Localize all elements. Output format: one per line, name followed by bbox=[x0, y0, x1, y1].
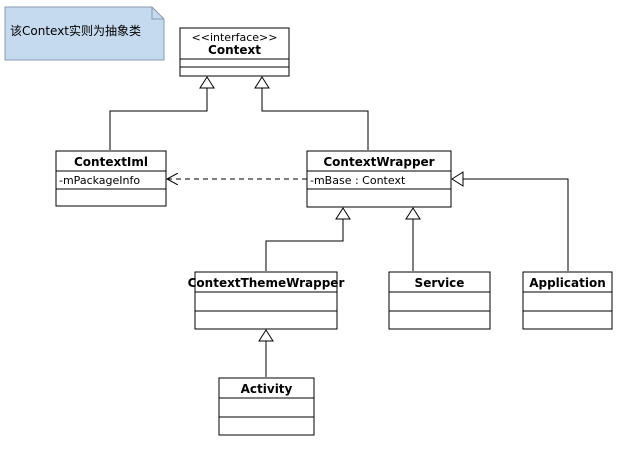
class-application-name: Application bbox=[529, 276, 606, 290]
class-context-box bbox=[179, 27, 290, 77]
connectors bbox=[109, 76, 569, 377]
contextiml-to-context-line bbox=[109, 88, 208, 150]
class-activity-name: Activity bbox=[241, 382, 293, 396]
class-context-stereotype: <<interface>> bbox=[192, 31, 278, 44]
note: 该Context实则为抽象类 bbox=[4, 6, 165, 61]
class-contextwrapper-name: ContextWrapper bbox=[323, 155, 434, 169]
application-to-wrapper-line bbox=[463, 178, 569, 271]
application-to-wrapper-arrowhead bbox=[451, 171, 464, 187]
contextiml-to-context-arrowhead bbox=[199, 76, 215, 89]
note-shape bbox=[4, 6, 165, 61]
class-contextthemewrapper: ContextThemeWrapper bbox=[188, 271, 345, 330]
class-context: <<interface>> Context bbox=[179, 27, 290, 77]
class-application: Application bbox=[522, 271, 613, 330]
service-to-wrapper-arrowhead bbox=[405, 207, 421, 220]
class-contextiml: ContextIml -mPackageInfo bbox=[55, 150, 167, 207]
class-contextiml-name: ContextIml bbox=[74, 155, 148, 169]
class-contextthemewrapper-name: ContextThemeWrapper bbox=[188, 276, 345, 290]
class-service-name: Service bbox=[415, 276, 465, 290]
class-activity: Activity bbox=[218, 377, 315, 436]
class-application-box bbox=[522, 271, 613, 330]
themewrapper-to-wrapper-arrowhead bbox=[335, 207, 351, 220]
class-context-name: Context bbox=[208, 43, 261, 57]
class-activity-box bbox=[218, 377, 315, 436]
note-fold bbox=[151, 7, 164, 20]
contextwrapper-to-context-arrowhead bbox=[254, 76, 270, 89]
themewrapper-to-wrapper-line bbox=[265, 219, 344, 271]
activity-to-themewrapper-arrowhead bbox=[258, 329, 274, 342]
class-contextwrapper-attribute: -mBase : Context bbox=[310, 174, 406, 187]
class-contextiml-attribute: -mPackageInfo bbox=[59, 174, 140, 187]
class-contextthemewrapper-box bbox=[194, 271, 338, 330]
note-text: 该Context实则为抽象类 bbox=[10, 23, 141, 38]
class-contextiml-box bbox=[55, 150, 167, 207]
class-service-box bbox=[388, 271, 491, 330]
contextwrapper-to-context-line bbox=[261, 88, 369, 150]
class-contextwrapper-box bbox=[306, 150, 452, 208]
class-contextwrapper: ContextWrapper -mBase : Context bbox=[306, 150, 452, 208]
class-service: Service bbox=[388, 271, 491, 330]
